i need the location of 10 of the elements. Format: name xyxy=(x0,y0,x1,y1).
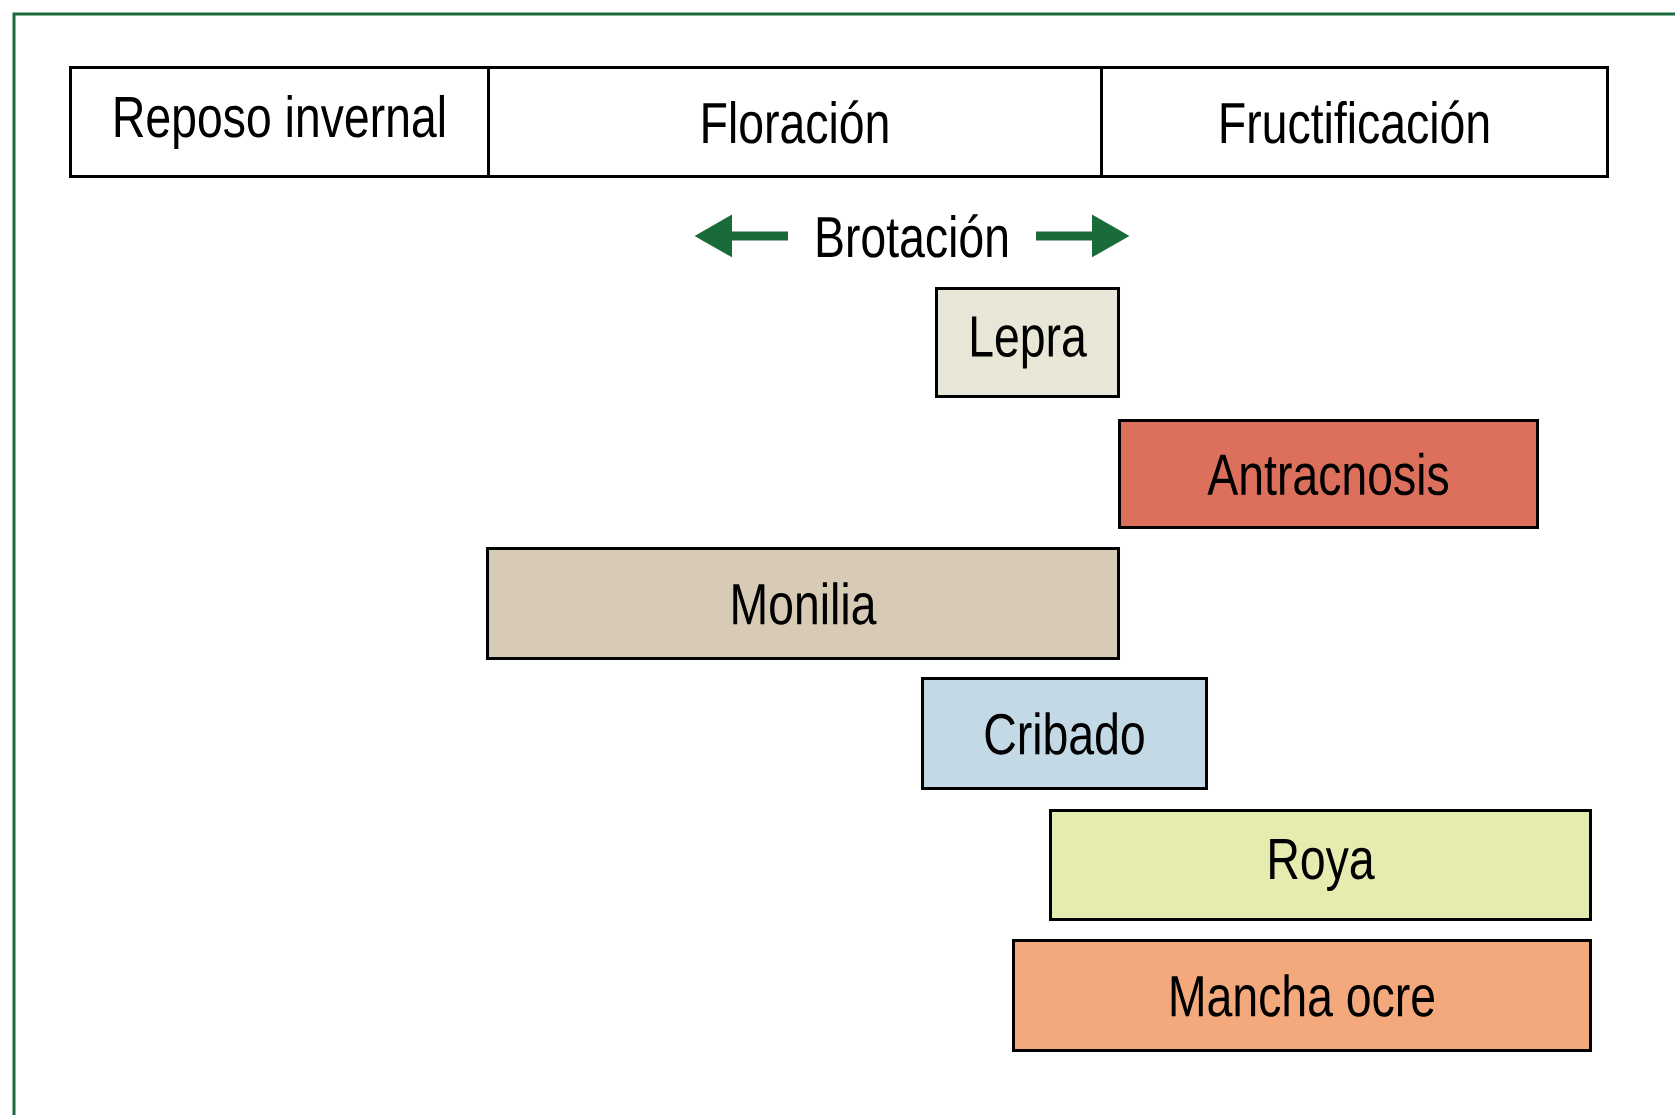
period-bar: Monilia xyxy=(486,547,1120,660)
period-bar: Cribado xyxy=(921,677,1208,790)
phase-box: Floración xyxy=(487,66,1103,178)
period-bar: Lepra xyxy=(935,287,1120,398)
phase-box: Reposo invernal xyxy=(69,66,490,178)
phase-box: Fructificación xyxy=(1100,66,1609,178)
period-bar: Roya xyxy=(1049,809,1592,921)
period-bar: Mancha ocre xyxy=(1012,939,1592,1052)
period-bar: Antracnosis xyxy=(1118,419,1539,529)
stage-label: Brotación xyxy=(817,214,1007,258)
